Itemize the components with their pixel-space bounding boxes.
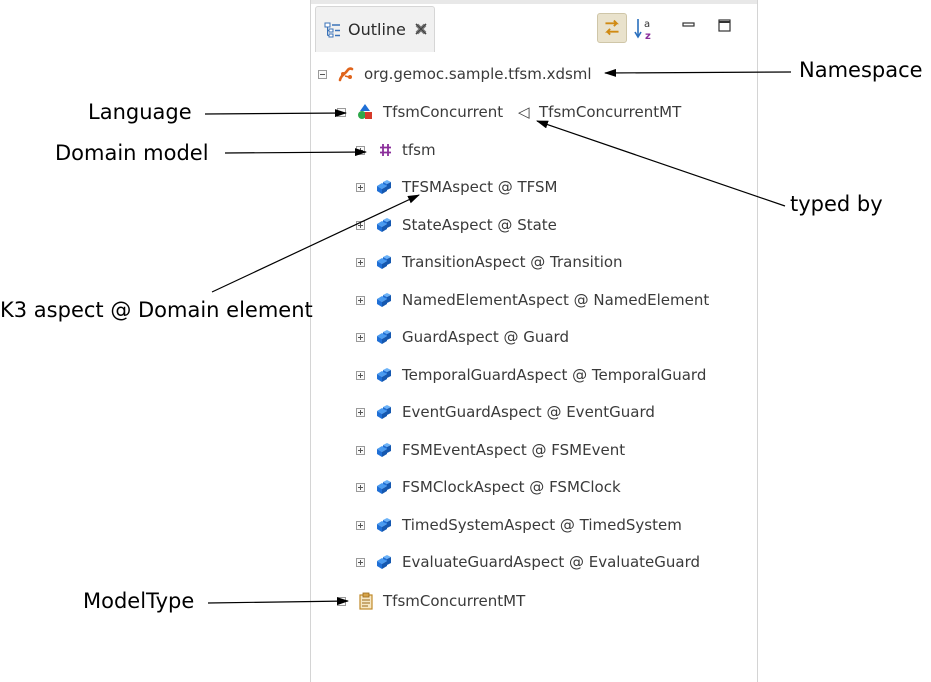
sort-button[interactable]: a z xyxy=(633,16,659,42)
aspect-label: TFSMAspect @ TFSM xyxy=(402,178,558,196)
k3-aspect-icon xyxy=(377,405,391,419)
panel-top-border xyxy=(311,0,757,4)
annotation-typed-by: typed by xyxy=(790,192,883,216)
svg-text:z: z xyxy=(645,31,651,42)
expand-toggle[interactable] xyxy=(356,258,365,267)
xdsml-file-icon xyxy=(338,67,354,82)
k3-aspect-icon xyxy=(377,555,391,569)
language-name: TfsmConcurrent xyxy=(383,103,504,121)
collapse-toggle[interactable] xyxy=(337,597,346,606)
aspect-label: TransitionAspect @ Transition xyxy=(402,253,623,271)
k3-aspect-icon xyxy=(377,368,391,382)
k3-aspect-icon xyxy=(377,480,391,494)
expand-toggle[interactable] xyxy=(356,446,365,455)
aspect-label: StateAspect @ State xyxy=(402,216,557,234)
sort-alphabetically-icon: a z xyxy=(634,19,651,42)
k3-aspect-icon xyxy=(377,443,391,457)
model-type-icon xyxy=(359,592,373,610)
annotation-domain-model: Domain model xyxy=(55,141,209,165)
model-type-label: TfsmConcurrentMT xyxy=(383,592,526,610)
link-with-editor-button[interactable] xyxy=(597,13,627,43)
k3-aspect-icon xyxy=(377,218,391,232)
annotation-language: Language xyxy=(88,100,192,124)
aspect-label: NamedElementAspect @ NamedElement xyxy=(402,291,710,309)
close-icon[interactable] xyxy=(414,22,428,36)
expand-toggle[interactable] xyxy=(356,333,365,342)
typed-by-symbol: ◁ xyxy=(518,103,530,121)
maximize-button[interactable] xyxy=(717,18,733,34)
aspect-label: TimedSystemAspect @ TimedSystem xyxy=(402,516,682,534)
k3-aspect-icon xyxy=(377,518,391,532)
annotation-model-type: ModelType xyxy=(83,589,195,613)
k3-aspect-icon xyxy=(377,180,391,194)
link-with-editor-icon xyxy=(605,19,619,36)
expand-toggle[interactable] xyxy=(356,521,365,530)
expand-toggle[interactable] xyxy=(356,183,365,192)
language-model-type: TfsmConcurrentMT xyxy=(539,103,682,121)
aspect-label: FSMClockAspect @ FSMClock xyxy=(402,478,621,496)
aspect-label: GuardAspect @ Guard xyxy=(402,328,569,346)
svg-text:a: a xyxy=(644,19,650,30)
k3-aspect-icon xyxy=(377,293,391,307)
minimize-button[interactable] xyxy=(681,18,697,34)
outline-tab[interactable]: Outline xyxy=(315,6,435,52)
annotation-namespace: Namespace xyxy=(799,58,923,82)
expand-toggle[interactable] xyxy=(356,221,365,230)
outline-view-icon xyxy=(324,22,340,38)
domain-model-label: tfsm xyxy=(402,141,436,159)
aspect-label: EventGuardAspect @ EventGuard xyxy=(402,403,655,421)
expand-toggle[interactable] xyxy=(356,408,365,417)
aspect-label: FSMEventAspect @ FSMEvent xyxy=(402,441,626,459)
k3-aspect-icon xyxy=(377,255,391,269)
expand-toggle[interactable] xyxy=(356,558,365,567)
ecore-package-icon xyxy=(380,144,391,156)
tab-title: Outline xyxy=(348,20,406,39)
language-shapes-icon xyxy=(358,104,372,119)
root-label: org.gemoc.sample.tfsm.xdsml xyxy=(364,65,592,83)
maximize-icon xyxy=(718,19,731,32)
collapse-toggle[interactable] xyxy=(337,108,346,117)
aspect-label: TemporalGuardAspect @ TemporalGuard xyxy=(402,366,707,384)
expand-toggle[interactable] xyxy=(356,296,365,305)
annotation-k3-aspect: K3 aspect @ Domain element xyxy=(0,298,313,322)
expand-toggle[interactable] xyxy=(356,371,365,380)
collapse-toggle[interactable] xyxy=(318,70,327,79)
k3-aspect-icon xyxy=(377,330,391,344)
expand-toggle[interactable] xyxy=(356,146,365,155)
minimize-icon xyxy=(682,22,695,27)
expand-toggle[interactable] xyxy=(356,483,365,492)
aspect-label: EvaluateGuardAspect @ EvaluateGuard xyxy=(402,553,701,571)
